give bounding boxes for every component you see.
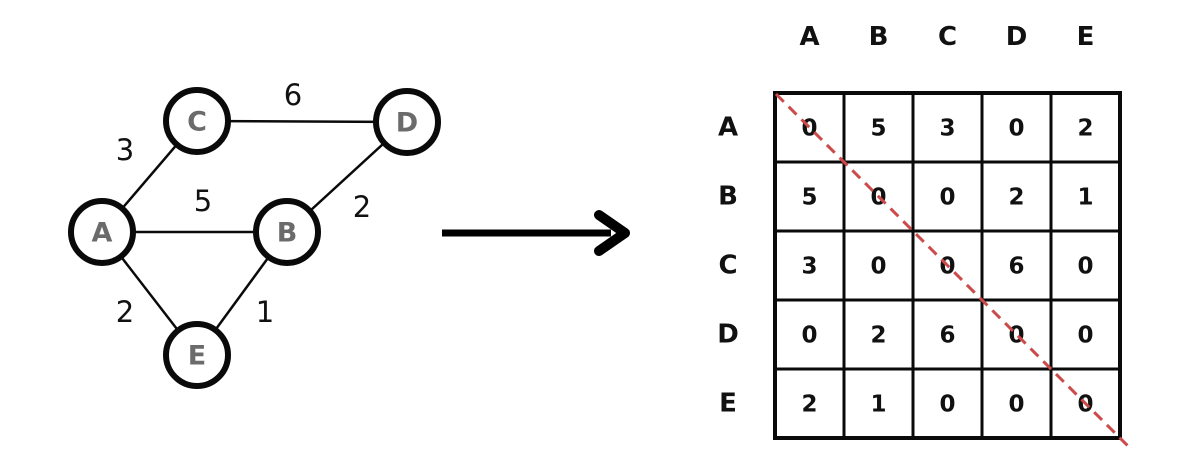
node-label-E: E (188, 341, 206, 372)
node-E (163, 321, 231, 389)
matrix-value-EA: 2 (801, 392, 817, 418)
matrix-value-DE: 0 (1077, 323, 1093, 349)
edge-weight-A-E: 2 (116, 295, 134, 329)
node-label-A: A (92, 218, 113, 249)
node-label-C: C (187, 107, 207, 138)
node-B (253, 198, 321, 266)
node-D (373, 88, 441, 156)
matrix-value-EB: 1 (870, 392, 886, 418)
matrix-value-CB: 0 (870, 254, 886, 280)
matrix-diagonal-dashed-line (774, 92, 1133, 451)
matrix-row-header-C: C (718, 251, 737, 281)
matrix-value-BC: 0 (939, 185, 955, 211)
arrow-right-icon (442, 210, 630, 256)
matrix-value-AA: 0 (801, 116, 817, 142)
weighted-graph: 3 6 5 2 2 1 A B C D E (68, 78, 441, 389)
matrix-row-header-A: A (718, 113, 738, 143)
matrix-col-header-E: E (1077, 22, 1095, 52)
matrix-row-header-B: B (718, 182, 738, 212)
matrix-value-BA: 5 (801, 185, 817, 211)
matrix-col-header-B: B (869, 22, 889, 52)
matrix-value-AC: 3 (939, 116, 955, 142)
matrix-value-EC: 0 (939, 392, 955, 418)
matrix-value-DC: 6 (939, 323, 955, 349)
matrix-value-ED: 0 (1008, 392, 1024, 418)
matrix-col-header-D: D (1006, 22, 1028, 52)
edge-weight-A-B: 5 (194, 184, 212, 218)
node-A (68, 198, 136, 266)
matrix-col-header-C: C (938, 22, 957, 52)
matrix-value-DB: 2 (870, 323, 886, 349)
adjacency-matrix: ABCDEABCDE0530250021300600260021000 (717, 22, 1133, 451)
edge-weight-B-D: 2 (353, 190, 371, 224)
edge-C-D (196, 119, 408, 124)
matrix-outer-border (773, 91, 1122, 440)
matrix-value-CE: 0 (1077, 254, 1093, 280)
matrix-value-BE: 1 (1077, 185, 1093, 211)
matrix-col-header-A: A (799, 22, 819, 52)
matrix-value-CD: 6 (1008, 254, 1024, 280)
node-label-B: B (277, 218, 298, 249)
matrix-value-AB: 5 (870, 116, 886, 142)
arrow-head (594, 210, 630, 256)
node-C (163, 87, 231, 155)
matrix-row-header-D: D (717, 320, 739, 350)
matrix-value-DD: 0 (1008, 323, 1024, 349)
matrix-row-header-E: E (719, 389, 737, 419)
matrix-value-CA: 3 (801, 254, 817, 280)
matrix-value-AD: 0 (1008, 116, 1024, 142)
matrix-value-AE: 2 (1077, 116, 1093, 142)
edge-weight-B-E: 1 (256, 295, 274, 329)
edge-weight-A-C: 3 (116, 133, 134, 167)
matrix-value-DA: 0 (801, 323, 817, 349)
node-label-D: D (396, 108, 418, 139)
edge-weight-C-D: 6 (284, 78, 302, 112)
matrix-value-BD: 2 (1008, 185, 1024, 211)
